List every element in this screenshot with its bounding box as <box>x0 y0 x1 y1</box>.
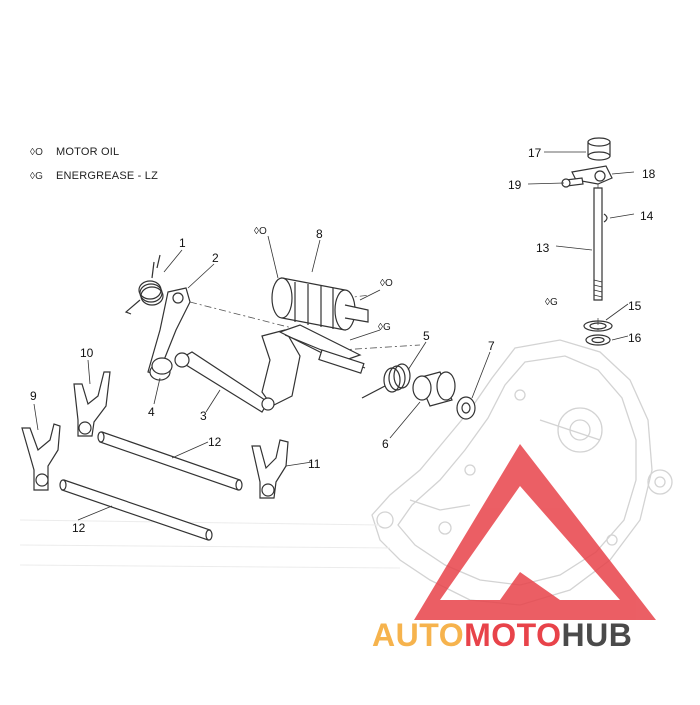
callout-3: 3 <box>200 409 207 423</box>
callout-12a: 12 <box>208 435 222 449</box>
part-16-seal <box>585 334 611 346</box>
callout-15: 15 <box>628 299 642 313</box>
legend-energrease-label: ENERGREASE - LZ <box>56 170 159 182</box>
part-6-sleeve <box>412 371 456 407</box>
legend-motor-oil-label: MOTOR OIL <box>56 146 120 158</box>
callout-18: 18 <box>642 167 656 181</box>
callout-9: 9 <box>30 389 37 403</box>
part-13-shaft <box>593 187 603 301</box>
part-1-spring <box>124 254 164 315</box>
brand-part-hub: HUB <box>561 617 633 653</box>
legend-motor-oil: ◊O MOTOR OIL <box>30 146 119 158</box>
ghost-lines <box>19 519 401 569</box>
part-8-shift-drum <box>271 277 369 331</box>
callout-11: 11 <box>308 457 321 471</box>
legend-energrease: ◊G ENERGREASE - LZ <box>30 170 158 182</box>
lube-grease-mark-shaft: ◊G <box>378 322 391 333</box>
callout-8: 8 <box>316 227 323 241</box>
part-11-shift-fork <box>251 439 289 499</box>
lube-oil-mark-drum: ◊O <box>380 278 393 289</box>
part-10-shift-fork <box>73 371 111 437</box>
part-2-shift-arm <box>147 287 191 376</box>
callout-14: 14 <box>640 209 654 223</box>
part-19-bolt <box>561 177 584 188</box>
watermark-brand-text: AUTOMOTOHUB <box>372 617 632 654</box>
alignment-lines <box>189 168 599 351</box>
brand-part-moto: MOTO <box>464 617 562 653</box>
grease-drop-icon: ◊G <box>30 171 44 182</box>
callout-17: 17 <box>528 146 542 160</box>
callouts: 1 2 3 4 5 6 7 8 9 10 11 12 12 13 14 15 1… <box>30 146 656 535</box>
part-12-rods <box>59 431 243 541</box>
callout-5: 5 <box>423 329 430 343</box>
lube-grease-mark-15: ◊G <box>545 297 558 308</box>
lube-oil-mark-8: ◊O <box>254 226 267 237</box>
oil-drop-icon: ◊O <box>30 147 44 158</box>
callout-7: 7 <box>488 339 495 353</box>
part-7-washer <box>456 396 476 420</box>
part-15-oring <box>583 320 613 332</box>
callout-4: 4 <box>148 405 155 419</box>
callout-16: 16 <box>628 331 642 345</box>
part-5-spring <box>361 363 411 399</box>
callout-1: 1 <box>179 236 186 250</box>
watermark-logo-triangle <box>414 444 656 620</box>
callout-19: 19 <box>508 178 522 192</box>
callout-13: 13 <box>536 241 550 255</box>
part-3-shift-lever <box>174 324 366 413</box>
callout-10: 10 <box>80 346 94 360</box>
part-17-cap <box>587 137 611 161</box>
brand-part-auto: AUTO <box>372 617 465 653</box>
leader-lines <box>33 151 635 521</box>
callout-2: 2 <box>212 251 219 265</box>
part-9-shift-fork <box>21 423 61 491</box>
part-4-bushing <box>149 357 173 381</box>
part-14-clip <box>603 213 608 223</box>
callout-6: 6 <box>382 437 389 451</box>
callout-12b: 12 <box>72 521 86 535</box>
